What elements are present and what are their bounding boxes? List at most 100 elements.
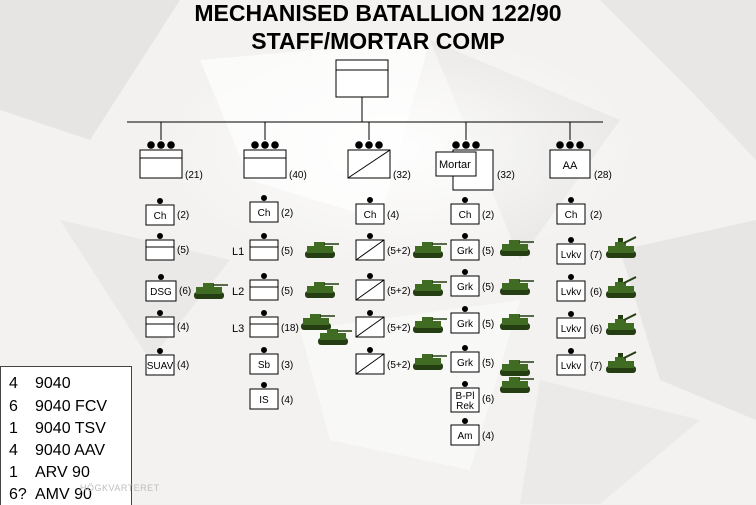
unit-dot [158, 274, 164, 280]
echelon-dot [566, 141, 574, 149]
unit-dot [261, 382, 267, 388]
vehicle-radar [618, 353, 623, 357]
legend-qty: 1 [9, 420, 18, 437]
aa-unit-box [556, 354, 586, 376]
unit-dot [367, 273, 373, 279]
vehicle-turret [314, 282, 325, 287]
armour-diagonal [355, 239, 385, 261]
cv90-mortar-vehicle-icon [500, 314, 534, 330]
unit-dot [462, 197, 468, 203]
aa-unit-box [556, 243, 586, 265]
echelon-dot [556, 141, 564, 149]
rifle-unit-box [249, 279, 279, 301]
echelon-dot [472, 141, 480, 149]
vehicle-hull [415, 358, 441, 365]
echelon-dot [167, 141, 175, 149]
vehicle-hull [320, 333, 346, 340]
echelon-dot [576, 141, 584, 149]
mortar-unit-box [450, 351, 480, 373]
cv90-vehicle-icon [318, 329, 352, 345]
unit-dot [261, 310, 267, 316]
mortar-unit-box [450, 424, 480, 446]
unit-count: (5+2) [387, 246, 411, 257]
mortar-unit-box-label: Grk [457, 246, 474, 257]
vehicle-gun [623, 351, 637, 359]
echelon-dot [271, 141, 279, 149]
echelon-dot [251, 141, 259, 149]
cv90-vehicle-icon [500, 360, 534, 376]
unit-count: (5) [482, 358, 494, 369]
mortar-unit-box-label: Rek [456, 401, 475, 412]
vehicle-turret [615, 319, 626, 324]
unit-dot [157, 348, 163, 354]
battalion-hq-box [335, 59, 389, 98]
armour-unit-box-label: Ch [364, 210, 377, 221]
unit-dot [462, 269, 468, 275]
unit-dot [367, 347, 373, 353]
armour-diagonal [355, 316, 385, 338]
unit-count: (6) [590, 324, 602, 335]
legend-qty: 1 [9, 464, 18, 481]
vehicle-turret [203, 283, 214, 288]
unit-count: (4) [281, 395, 293, 406]
vehicle-turret [422, 280, 433, 285]
legend-qty: 4 [9, 442, 18, 459]
vehicle-hull [502, 244, 528, 251]
unit-count: (5) [482, 246, 494, 257]
aa-company-box [549, 149, 591, 179]
unit-count: (5) [281, 246, 293, 257]
cv90-vehicle-icon [413, 242, 447, 258]
vehicle-turret [310, 314, 321, 319]
unit-dot [367, 233, 373, 239]
aa-company-label: AA [563, 160, 578, 172]
aa-unit-box-label: Lvkv [561, 361, 582, 372]
unit-dot [568, 237, 574, 243]
legend-vehicle: 9040 AAV [35, 442, 105, 459]
staff-company-box [139, 149, 183, 179]
unit-count: (4) [177, 322, 189, 333]
echelon-dot [147, 141, 155, 149]
rifle-unit-box [249, 388, 279, 410]
company-count: (40) [289, 170, 307, 181]
unit-dot [462, 306, 468, 312]
legend-vehicle: 9040 TSV [35, 420, 106, 437]
unit-dot [157, 310, 163, 316]
armour-unit-box [355, 203, 385, 225]
rifle-unit-box [249, 239, 279, 261]
mortar-label-box [435, 151, 477, 177]
aa-unit-box-label: Ch [565, 210, 578, 221]
unit-dot [157, 233, 163, 239]
legend-row: 1 9040 TSV [9, 420, 106, 438]
unit-count: (18) [281, 323, 299, 334]
unit-dot [568, 197, 574, 203]
vehicle-gun [623, 276, 637, 284]
unit-count: (2) [177, 210, 189, 221]
unit-count: (2) [482, 210, 494, 221]
aa-unit-box-label: Lvkv [561, 324, 582, 335]
unit-dot [367, 310, 373, 316]
mortar-unit-box [450, 387, 480, 413]
vehicle-hull [608, 361, 634, 368]
staff-unit-box-label: Ch [154, 211, 167, 222]
mortar-unit-box-label: Grk [457, 319, 474, 330]
cv90-vehicle-icon [194, 283, 228, 299]
echelon-dot [365, 141, 373, 149]
unit-dot [568, 274, 574, 280]
legend-row: 6?AMV 90 [9, 486, 92, 504]
unit-count: (7) [590, 250, 602, 261]
company-count: (32) [497, 170, 515, 181]
vehicle-turret [422, 354, 433, 359]
echelon-dot [462, 141, 470, 149]
echelon-dot [375, 141, 383, 149]
echelon-dot [355, 141, 363, 149]
unit-count: (5) [281, 286, 293, 297]
cv90-aa-vehicle-icon [606, 276, 637, 298]
unit-count: (6) [179, 286, 191, 297]
unit-count: (4) [482, 431, 494, 442]
title-line-1: MECHANISED BATALLION 122/90 [194, 0, 562, 26]
vehicle-radar [618, 278, 623, 282]
vehicle-turret [615, 242, 626, 247]
vehicle-turret [327, 329, 338, 334]
legend-vehicle: 9040 FCV [35, 398, 108, 415]
